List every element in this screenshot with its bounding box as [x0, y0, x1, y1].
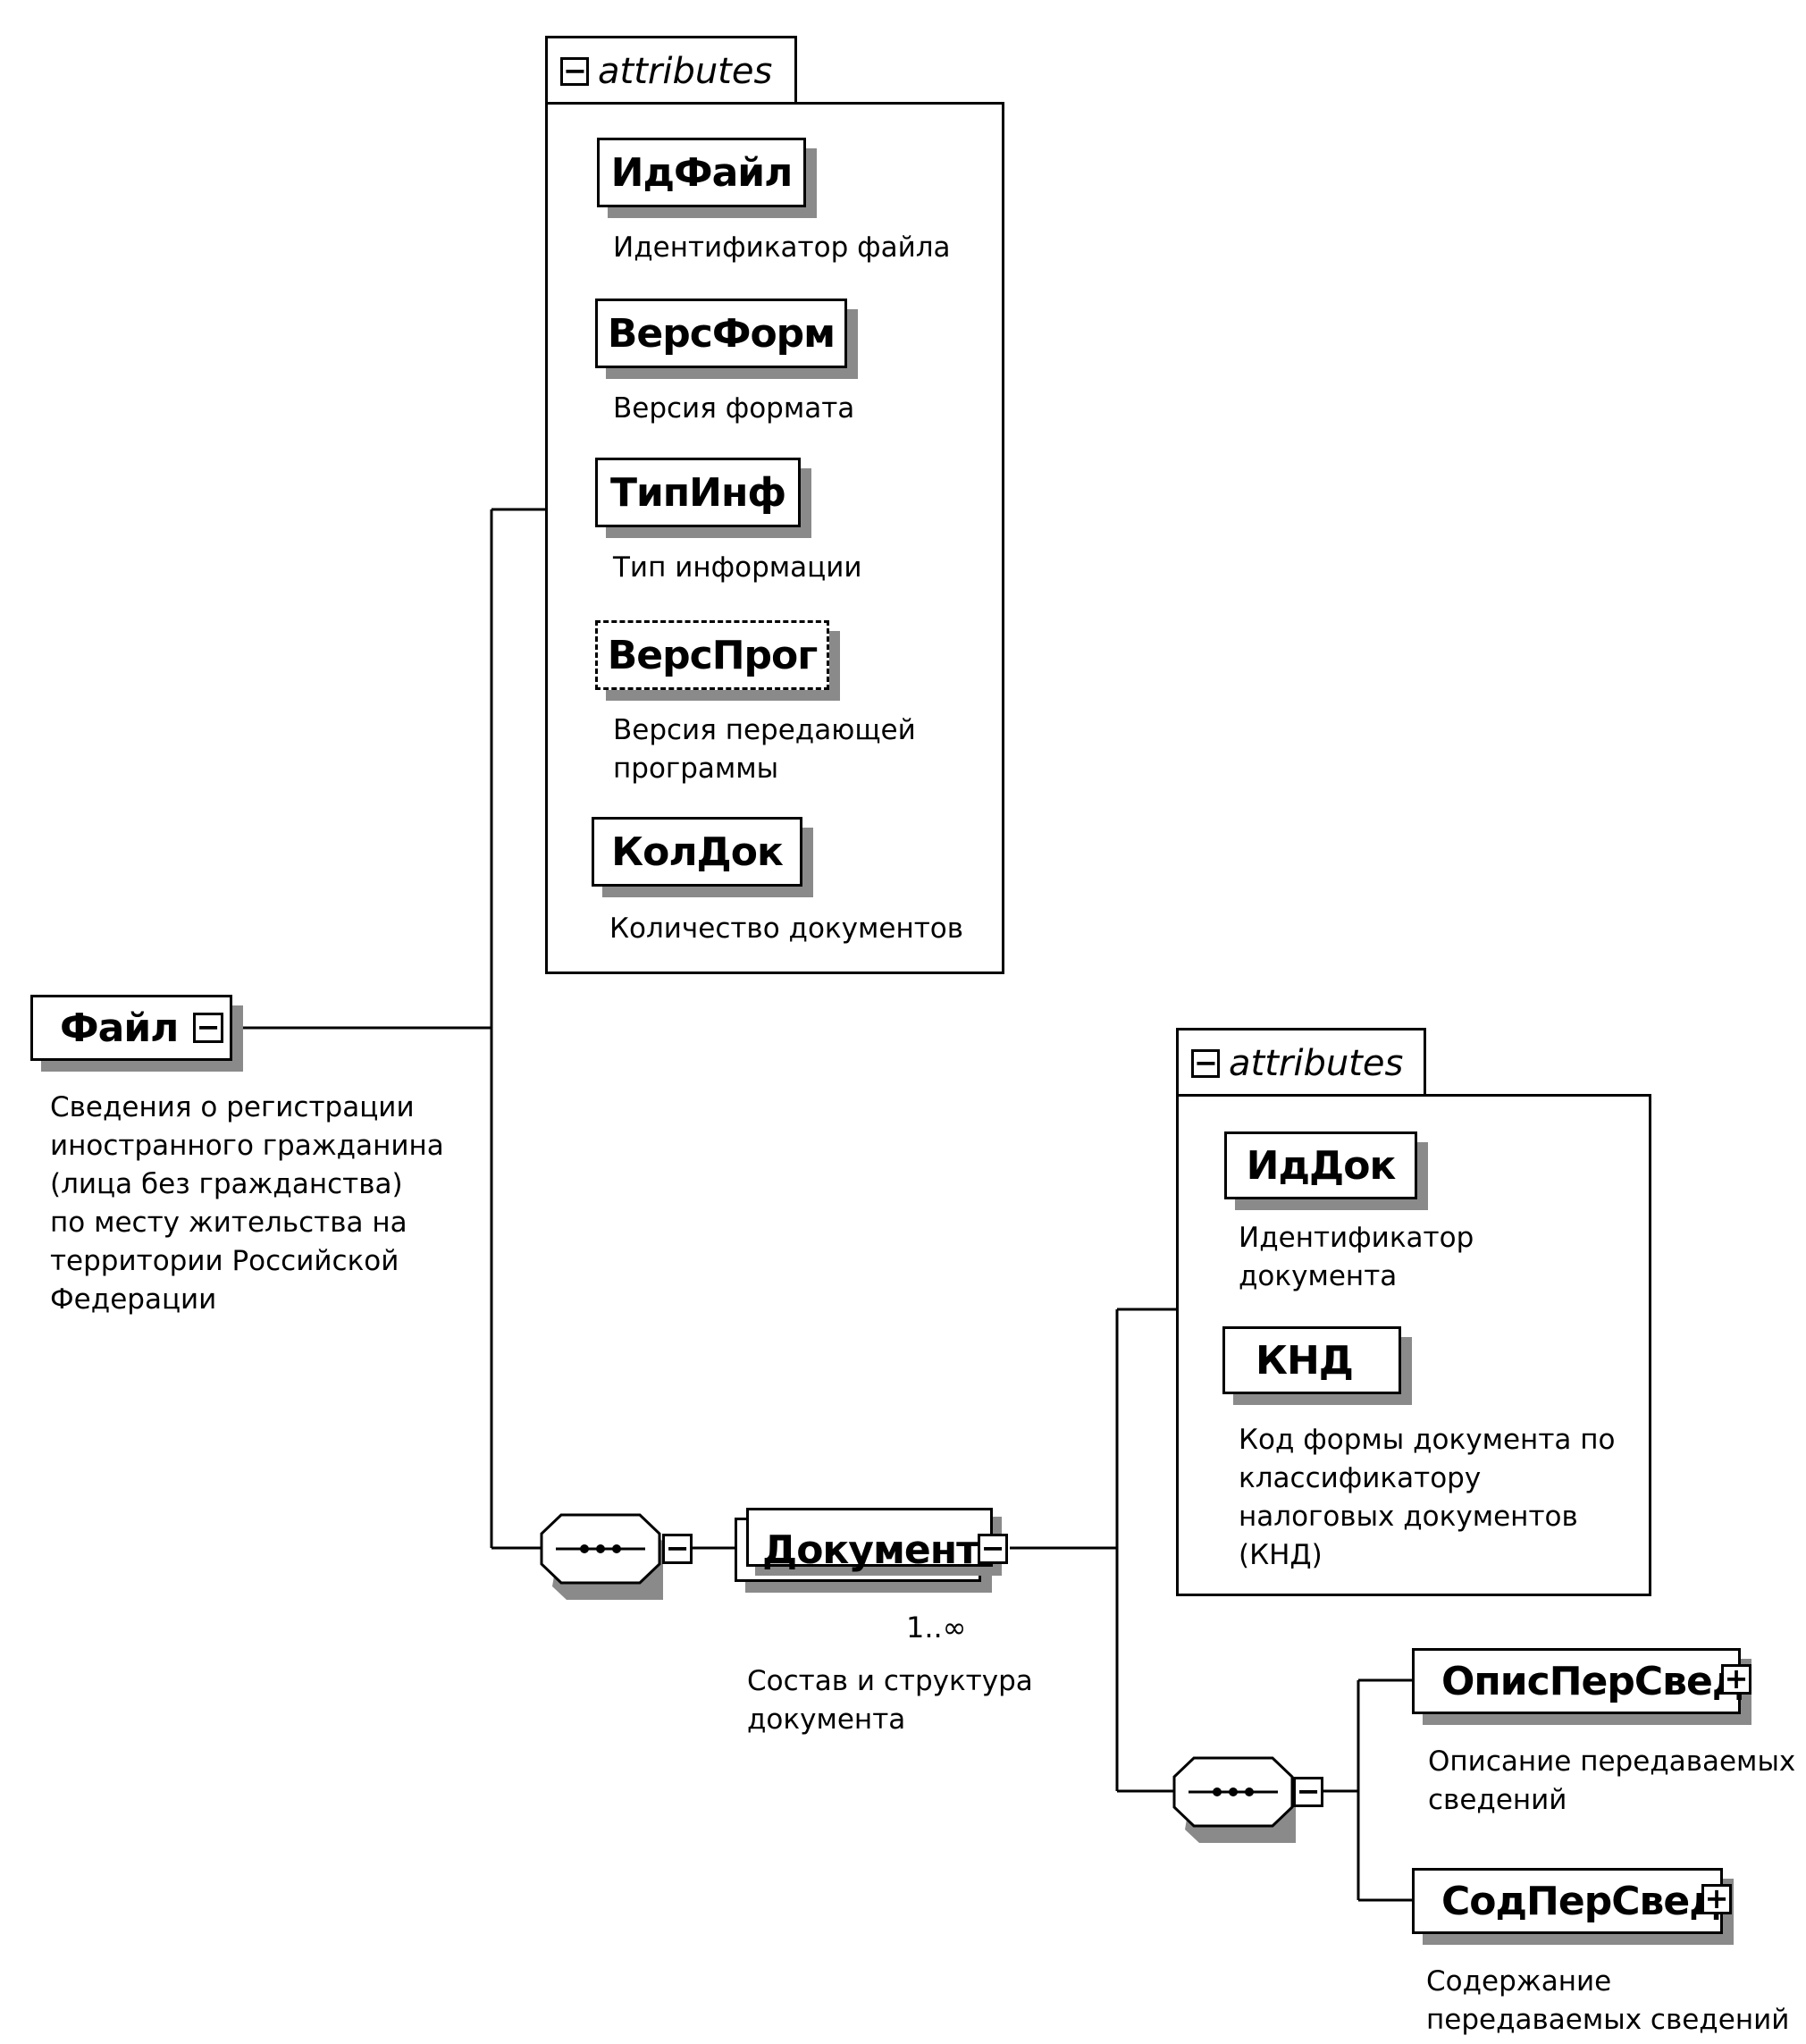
root-collapse-toggle[interactable]: −: [193, 1013, 223, 1043]
element-sodpersved[interactable]: СодПерСвед: [1412, 1868, 1723, 1934]
attr-koldok-label: КолДок: [611, 829, 784, 875]
opispersved-description: Описание передаваемых сведений: [1428, 1745, 1796, 1816]
sodpersved-description: Содержание передаваемых сведений: [1426, 1965, 1790, 2036]
attributes-tab-1-label: attributes: [598, 50, 773, 92]
sequence-compositor-2: [1172, 1756, 1296, 1843]
root-description: Сведения о регистрации иностранного граж…: [50, 1091, 444, 1316]
element-opispersved[interactable]: ОписПерСвед: [1412, 1648, 1743, 1714]
attr-versprog-description: Версия передающей программы: [613, 714, 916, 785]
attr-idfile-label: ИдФайл: [610, 149, 794, 196]
document-description: Состав и структура документа: [747, 1665, 1033, 1736]
sequence-2-collapse-toggle[interactable]: −: [1293, 1777, 1323, 1807]
element-document-label: Документ: [762, 1527, 979, 1573]
attr-koldok[interactable]: КолДок: [592, 817, 802, 887]
sodpersved-expand-toggle[interactable]: +: [1701, 1884, 1732, 1914]
attributes-tab-1[interactable]: − attributes: [545, 36, 797, 104]
element-sodpersved-label: СодПерСвед: [1441, 1878, 1721, 1924]
attributes-2-collapse-toggle[interactable]: −: [1191, 1048, 1220, 1078]
attr-koldok-description: Количество документов: [609, 913, 964, 945]
attributes-tab-2[interactable]: − attributes: [1176, 1028, 1426, 1096]
attr-iddok-label: ИдДок: [1246, 1142, 1397, 1189]
root-element-label: Файл: [60, 1005, 179, 1051]
attr-versform[interactable]: ВерсФорм: [595, 299, 847, 368]
attr-knd-description: Код формы документа по классификатору на…: [1239, 1424, 1616, 1571]
attr-idfile-description: Идентификатор файла: [613, 231, 951, 264]
attr-tipinf[interactable]: ТипИнф: [595, 458, 801, 527]
attr-iddok[interactable]: ИдДок: [1224, 1131, 1417, 1199]
attr-idfile[interactable]: ИдФайл: [597, 138, 806, 207]
element-opispersved-label: ОписПерСвед: [1441, 1658, 1743, 1704]
sequence-1-collapse-toggle[interactable]: −: [662, 1534, 693, 1564]
attributes-1-collapse-toggle[interactable]: −: [560, 56, 589, 86]
element-document[interactable]: Документ: [735, 1508, 993, 1582]
document-occurrence: 1..∞: [906, 1611, 967, 1644]
root-element-file[interactable]: Файл: [30, 995, 232, 1061]
attr-knd[interactable]: КНД: [1222, 1326, 1401, 1394]
attr-versprog-optional[interactable]: ВерсПрог: [595, 620, 829, 690]
sequence-compositor-1: [540, 1513, 663, 1600]
opispersved-expand-toggle[interactable]: +: [1721, 1664, 1751, 1695]
attr-tipinf-label: ТипИнф: [609, 469, 786, 516]
attr-tipinf-description: Тип информации: [613, 551, 862, 584]
attr-versform-description: Версия формата: [613, 392, 855, 425]
attr-knd-label: КНД: [1256, 1337, 1354, 1384]
document-collapse-toggle[interactable]: −: [978, 1534, 1008, 1564]
attributes-tab-2-label: attributes: [1229, 1042, 1404, 1084]
attr-iddok-description: Идентификатор документа: [1239, 1222, 1474, 1292]
attr-versform-label: ВерсФорм: [607, 310, 836, 357]
attr-versprog-label: ВерсПрог: [607, 632, 819, 678]
